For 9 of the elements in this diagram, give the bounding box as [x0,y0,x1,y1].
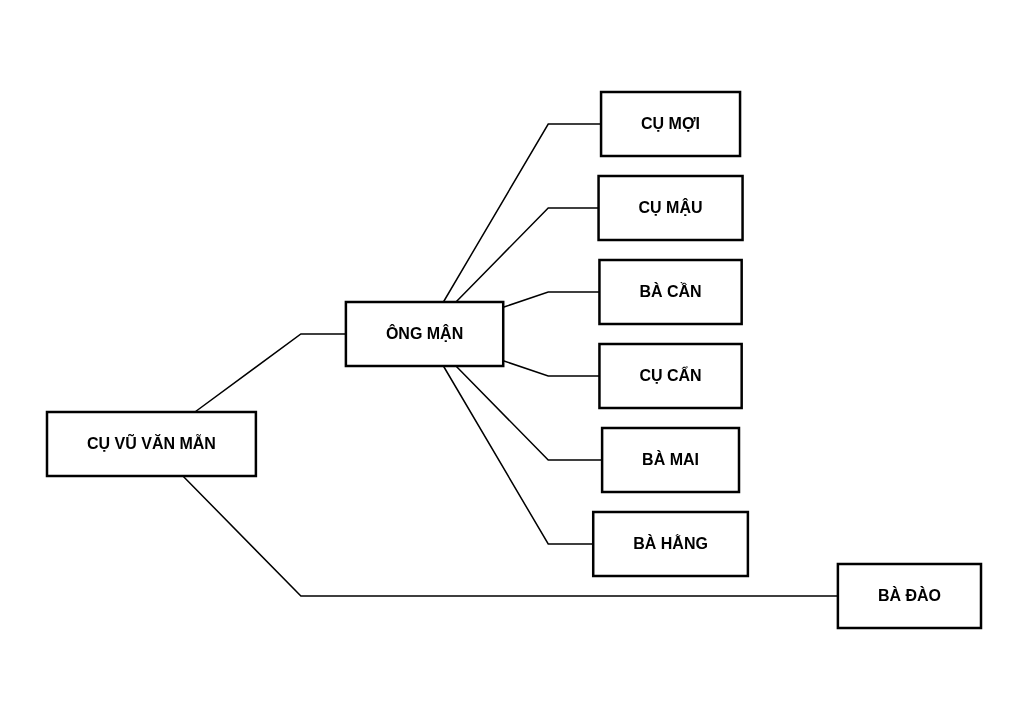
node-box: CỤ VŨ VĂN MẪN [45,410,258,477]
node-box: BÀ HẰNG [591,510,750,577]
node-box: CỤ MẬU [597,174,744,241]
node-box: CỤ MỢI [599,90,742,157]
node-box: ÔNG MẬN [344,300,505,367]
node-box: BÀ MAI [600,426,741,493]
node-box: BÀ CẦN [598,258,743,325]
node-box: CỤ CẨN [598,342,743,409]
node-box: BÀ ĐÀO [836,562,983,629]
